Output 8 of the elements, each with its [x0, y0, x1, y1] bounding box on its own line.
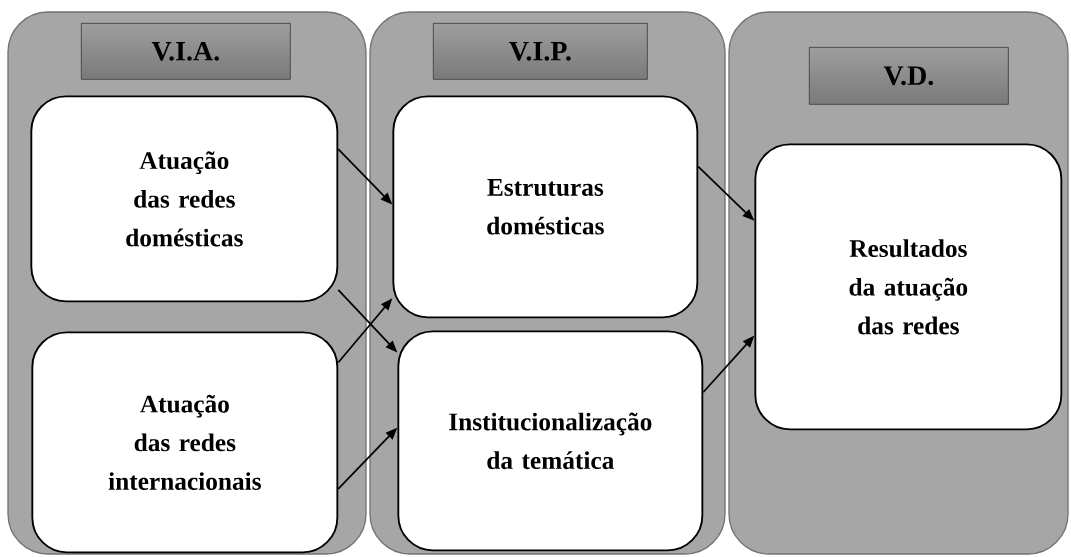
rounded-box: Resultados da atuação das redes — [754, 143, 1063, 431]
header-box: V.D. — [808, 46, 1009, 105]
rounded-box: Atuação das redes internacionais — [31, 331, 339, 554]
header-box: V.I.A. — [80, 22, 291, 80]
header-box: V.I.P. — [432, 22, 648, 80]
rounded-box: Atuação das redes domésticas — [30, 95, 339, 303]
rounded-box: Institucionalização da temática — [397, 330, 704, 552]
rounded-box: Estruturas domésticas — [392, 95, 699, 319]
